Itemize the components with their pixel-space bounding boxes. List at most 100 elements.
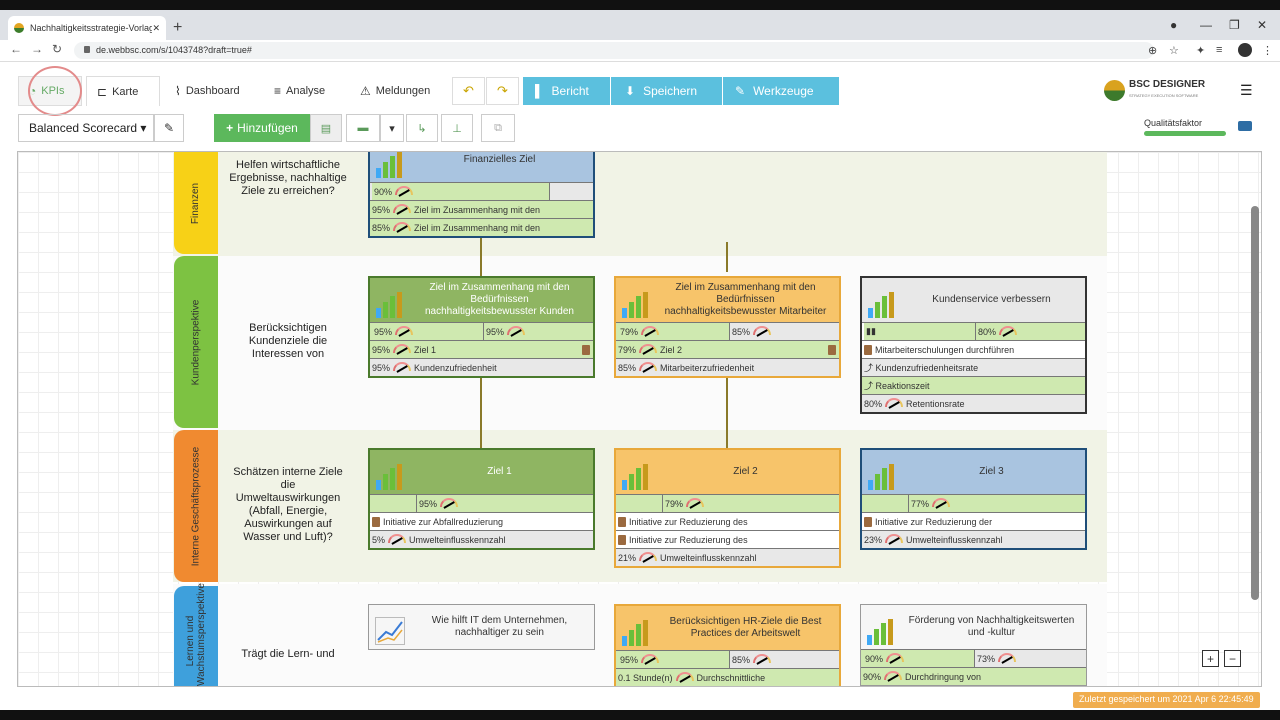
kpi-row[interactable]: 77% xyxy=(862,494,1085,512)
reload-icon[interactable]: ↻ xyxy=(52,42,63,56)
hamburger-menu-icon[interactable]: ☰ xyxy=(1240,82,1253,98)
goal-ziel-1[interactable]: Ziel 1 95% Initiative zur Abfallreduzier… xyxy=(368,448,595,550)
kpi-row[interactable]: 95%95% xyxy=(370,322,593,340)
quality-factor-bar xyxy=(1144,131,1226,136)
redo-button[interactable]: ↷ xyxy=(486,77,519,105)
kpi-row[interactable]: Initiative zur Reduzierung der xyxy=(862,512,1085,530)
tab-dashboard-label: Dashboard xyxy=(185,85,240,97)
gauge-icon xyxy=(639,344,658,353)
avatar[interactable] xyxy=(1238,43,1252,57)
kpi-row[interactable]: Mitarbeiterschulungen durchführen xyxy=(862,340,1085,358)
kpi-row[interactable]: Initiative zur Reduzierung des xyxy=(616,530,839,548)
goal-lernen-3[interactable]: Förderung von Nachhaltigkeitswerten und … xyxy=(860,604,1087,686)
zoom-out-button[interactable]: − xyxy=(1224,650,1241,667)
video-camera-icon[interactable] xyxy=(1238,121,1252,131)
kpi-row[interactable]: 85%Ziel im Zusammenhang mit den xyxy=(370,218,593,236)
kpi-row[interactable]: 90%Durchdringung von xyxy=(861,667,1086,685)
kpi-row[interactable]: 95%85% xyxy=(616,650,839,668)
goal-ziel-2[interactable]: Ziel 2 79% Initiative zur Reduzierung de… xyxy=(614,448,841,568)
layout-toggle-button[interactable]: ▤ xyxy=(310,114,342,142)
bar-chart-icon xyxy=(868,462,898,490)
shape-dropdown-button[interactable]: ▾ xyxy=(380,114,404,142)
connector-button[interactable]: ↳ xyxy=(406,114,438,142)
kpi-row[interactable]: 90%73% xyxy=(861,649,1086,667)
minimize-icon[interactable]: — xyxy=(1200,18,1212,32)
add-button[interactable]: +Hinzufügen xyxy=(214,114,310,142)
vertical-scrollbar[interactable] xyxy=(1251,206,1259,600)
persp-lernen: Lernen und Wachstumsperspektive xyxy=(174,583,218,686)
new-tab-button[interactable]: + xyxy=(173,19,183,36)
extensions-icon[interactable]: ✦ xyxy=(1196,45,1206,57)
forward-icon[interactable]: → xyxy=(31,42,43,56)
kpi-label: Mitarbeiterzufriedenheit xyxy=(660,362,755,373)
kpi-row[interactable]: 90% xyxy=(370,182,593,200)
speichern-button[interactable]: ⬇Speichern xyxy=(611,77,722,105)
tab-karte[interactable]: ⊏Karte xyxy=(86,76,160,106)
restore-icon[interactable]: ❐ xyxy=(1229,18,1240,32)
kpi-row[interactable]: 85%Mitarbeiterzufriedenheit xyxy=(616,358,839,376)
scorecard-select[interactable]: Balanced Scorecard ▾ xyxy=(18,114,154,142)
kpi-row[interactable]: 23%Umwelteinflusskennzahl xyxy=(862,530,1085,548)
kpi-row[interactable]: 80%Retentionsrate xyxy=(862,394,1085,412)
kpi-row[interactable]: 95% xyxy=(370,494,593,512)
kpi-row[interactable]: 79%85% xyxy=(616,322,839,340)
tab-dashboard[interactable]: ⌇Dashboard xyxy=(175,76,240,106)
browser-menu-icon[interactable]: ⋮ xyxy=(1262,45,1273,57)
kpi-row[interactable]: ⤴ Reaktionszeit xyxy=(862,376,1085,394)
kpi-value: 95% xyxy=(372,204,391,215)
back-icon[interactable]: ← xyxy=(10,42,22,56)
strategy-map-canvas[interactable]: Finanzen Kundenperspektive Interne Gesch… xyxy=(17,151,1262,687)
kpi-row[interactable]: Initiative zur Reduzierung des xyxy=(616,512,839,530)
goal-title: Berücksichtigen HR-Ziele die Best Practi… xyxy=(669,616,822,639)
undo-button[interactable]: ↶ xyxy=(452,77,485,105)
browser-tab[interactable]: Nachhaltigkeitsstrategie-Vorlage✕ xyxy=(8,16,166,40)
kpi-row[interactable]: 79%Ziel 2 xyxy=(616,340,839,358)
group-icon: ⧉ xyxy=(494,121,502,134)
goal-kunden-1[interactable]: Ziel im Zusammenhang mit den Bedürfnisse… xyxy=(368,276,595,378)
kpi-value: 79% xyxy=(620,326,639,337)
edit-icon: ✎ xyxy=(163,121,175,135)
kpi-row[interactable]: Initiative zur Abfallreduzierung xyxy=(370,512,593,530)
kpi-row[interactable]: 5%Umwelteinflusskennzahl xyxy=(370,530,593,548)
align-button[interactable]: ⊥ xyxy=(441,114,473,142)
kpi-row[interactable]: 95%Kundenzufriedenheit xyxy=(370,358,593,376)
close-window-icon[interactable]: ✕ xyxy=(1257,18,1268,32)
mini-bar xyxy=(622,636,627,646)
kpi-row[interactable]: 79% xyxy=(616,494,839,512)
persp-finanzen-label: Finanzen xyxy=(190,182,202,224)
group-button[interactable]: ⧉ xyxy=(481,114,515,142)
tab-meldungen[interactable]: ⚠Meldungen xyxy=(360,76,430,106)
gauge-icon xyxy=(393,362,412,371)
bericht-button[interactable]: ▌Bericht xyxy=(523,77,610,105)
goal-ziel-3[interactable]: Ziel 3 77% Initiative zur Reduzierung de… xyxy=(860,448,1087,550)
bar-chart-icon xyxy=(376,290,406,318)
bar-chart-icon xyxy=(867,617,897,645)
goal-kunden-3[interactable]: Kundenservice verbessern ▮▮80% Mitarbeit… xyxy=(860,276,1087,414)
kpi-row[interactable]: 21%Umwelteinflusskennzahl xyxy=(616,548,839,566)
kpi-row[interactable]: 95%Ziel im Zusammenhang mit den xyxy=(370,200,593,218)
shape-color-button[interactable]: ▬ xyxy=(346,114,380,142)
zoom-in-button[interactable]: + xyxy=(1202,650,1219,667)
media-icon[interactable]: ≡ xyxy=(1216,44,1223,56)
goal-lernen-1[interactable]: Wie hilft IT dem Unternehmen, nachhaltig… xyxy=(368,604,595,650)
gauge-icon xyxy=(675,672,694,681)
goal-finanzielles-ziel[interactable]: Finanzielles Ziel 90% 95%Ziel im Zusamme… xyxy=(368,152,595,238)
kpi-row[interactable]: 95%Ziel 1 xyxy=(370,340,593,358)
zoom-icon[interactable]: ⊕ xyxy=(1148,45,1158,57)
kpi-row[interactable]: 0.1 Stunde(n)Durchschnittliche xyxy=(616,668,839,686)
kpi-row[interactable]: ▮▮80% xyxy=(862,322,1085,340)
goal-lernen-2[interactable]: Berücksichtigen HR-Ziele die Best Practi… xyxy=(614,604,841,686)
edit-button[interactable]: ✎ xyxy=(154,114,184,142)
url-field[interactable]: de.webbsc.com/s/1043748?draft=true# xyxy=(74,42,1154,59)
werkzeuge-button[interactable]: ✎Werkzeuge xyxy=(723,77,839,105)
save-status: Zuletzt gespeichert um 2021 Apr 6 22:45:… xyxy=(1073,692,1260,708)
tab-analyse[interactable]: ≡Analyse xyxy=(274,76,325,106)
kpi-row[interactable]: ⤴ Kundenzufriedenheitsrate xyxy=(862,358,1085,376)
gauge-icon xyxy=(639,362,658,371)
close-tab-icon[interactable]: ✕ xyxy=(152,22,160,33)
kpi-value: 5% xyxy=(372,534,386,545)
lock-icon xyxy=(84,46,90,53)
profile-dot-icon[interactable]: ● xyxy=(1170,18,1178,32)
goal-kunden-2[interactable]: Ziel im Zusammenhang mit den Bedürfnisse… xyxy=(614,276,841,378)
star-icon[interactable]: ☆ xyxy=(1169,45,1179,57)
